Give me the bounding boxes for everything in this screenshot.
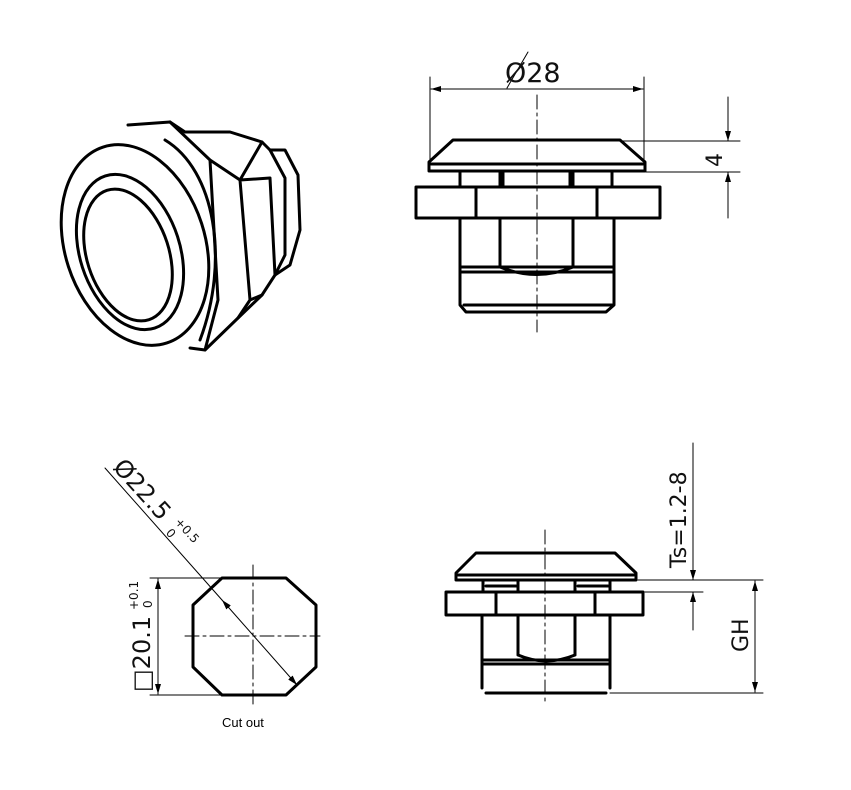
cutout-diameter-tol-lower: 0 [163,526,179,541]
cutout-caption: Cut out [222,715,264,730]
front-view: Ø28 4 [414,51,741,333]
isometric-view [59,120,302,352]
diameter-28-label: Ø28 [505,58,561,89]
cutout-square-tol-upper: +0.1 [127,581,141,610]
flange-height-label: 4 [703,153,728,167]
cutout-view: Ø22.5 +0.5 0 □20.1 +0.1 0 [104,453,321,706]
installed-view: Ts=1.2-8 GH [444,442,764,703]
thickness-label: Ts=1.2-8 [667,471,692,569]
cutout-square-tol-lower: 0 [141,600,155,608]
cutout-diameter-label: Ø22.5 [108,453,177,525]
cutout-square-label: □20.1 [128,616,156,692]
height-label: GH [729,618,754,652]
